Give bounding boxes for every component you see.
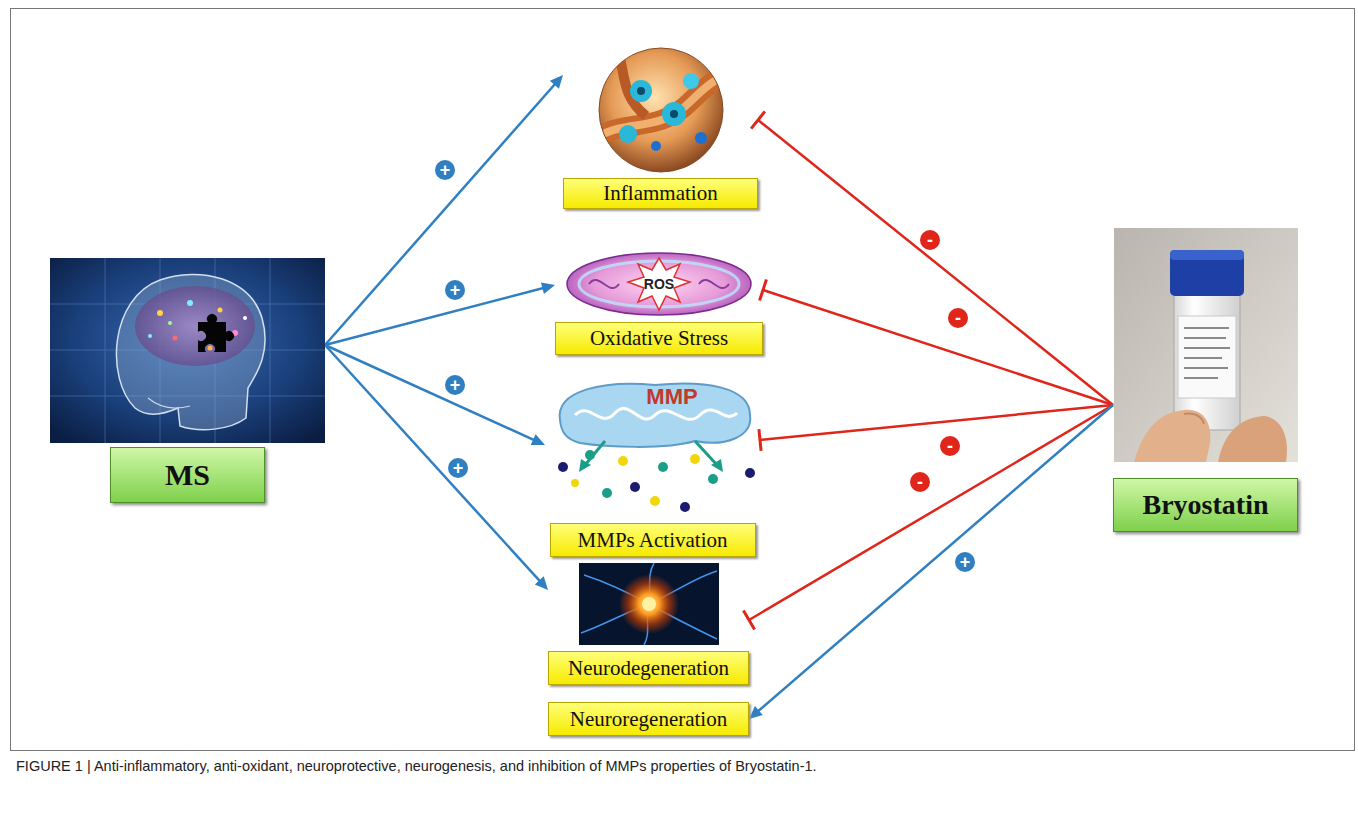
picture-text: ROS: [644, 276, 674, 292]
connector: [760, 280, 1113, 405]
concept-node: Inflammation: [563, 46, 758, 209]
connector-line: [325, 83, 556, 345]
connector: [325, 75, 563, 345]
connector-line: [760, 405, 1113, 440]
sign-badge: -: [940, 436, 960, 456]
concept-node: Bryostatin: [1113, 228, 1298, 532]
connector-line: [325, 288, 545, 345]
connector: [749, 405, 1113, 719]
connector-line: [757, 405, 1113, 712]
inhibition-bar: [759, 429, 761, 451]
arrow-head: [531, 434, 545, 445]
yellow-label-box: Neuroregeneration: [548, 702, 749, 736]
connector: [751, 111, 1113, 405]
connector: [759, 405, 1113, 451]
sign-badge: -: [910, 472, 930, 492]
brain-illustration: [50, 258, 325, 443]
connector: [325, 282, 555, 345]
arrow-head: [550, 75, 563, 89]
inhibition-bar: [751, 111, 765, 128]
yellow-label-box: Inflammation: [563, 178, 758, 209]
concept-node: MS: [50, 258, 325, 503]
green-label-box: Bryostatin: [1113, 478, 1298, 532]
neuron-illustration: [579, 563, 719, 645]
concept-node: Neuroregeneration: [548, 702, 749, 736]
connector: [325, 345, 545, 445]
inflammation-illustration: [596, 46, 726, 174]
connector-line: [763, 290, 1113, 405]
inhibition-bar: [760, 280, 767, 301]
yellow-label-box: Oxidative Stress: [555, 322, 763, 355]
connector: [743, 405, 1113, 629]
sign-badge: +: [445, 375, 465, 395]
sign-badge: +: [435, 160, 455, 180]
sign-badge: -: [948, 308, 968, 328]
green-label-box: MS: [110, 447, 265, 503]
connector-line: [325, 345, 541, 583]
connector-line: [758, 120, 1113, 405]
sign-badge: -: [920, 230, 940, 250]
connector-line: [325, 345, 536, 441]
inhibition-bar: [743, 611, 754, 630]
connector-line: [749, 405, 1113, 620]
yellow-label-box: Neurodegeneration: [548, 651, 749, 685]
sign-badge: +: [445, 280, 465, 300]
yellow-label-box: MMPs Activation: [550, 523, 756, 557]
figure-caption: FIGURE 1 | Anti-inflammatory, anti-oxida…: [16, 758, 1336, 774]
sign-badge: +: [955, 552, 975, 572]
arrow-head: [749, 706, 763, 719]
concept-node: Neurodegeneration: [548, 563, 749, 685]
picture-text: MMP: [646, 384, 697, 410]
vial-photo: [1114, 228, 1298, 462]
arrow-head: [535, 576, 548, 590]
arrow-head: [541, 282, 555, 294]
concept-node: Oxidative Stress: [555, 250, 763, 355]
sign-badge: +: [448, 458, 468, 478]
connector: [325, 345, 548, 590]
